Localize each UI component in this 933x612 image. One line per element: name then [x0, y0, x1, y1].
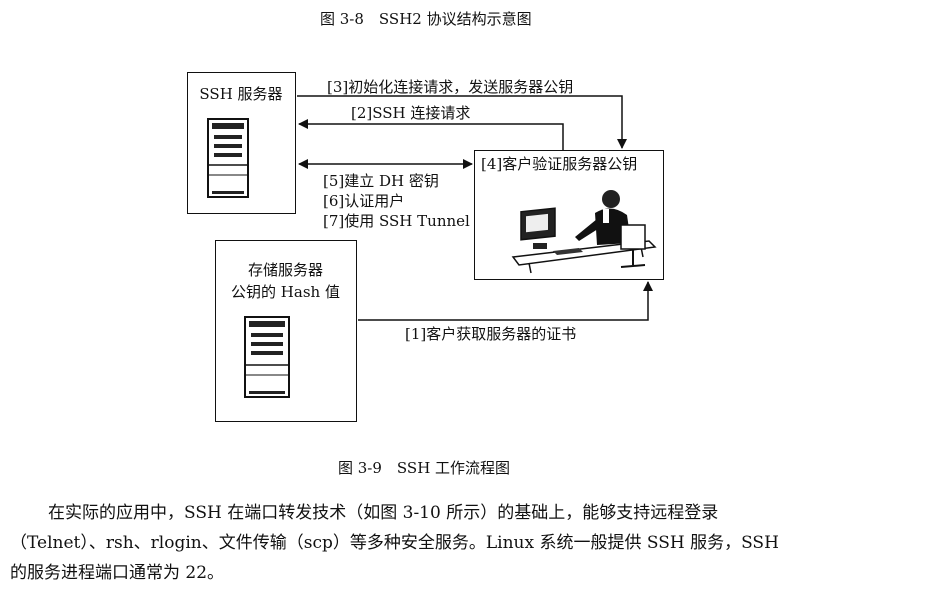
paragraph-line-2: （Telnet）、rsh、rlogin、文件传输（scp）等多种安全服务。Lin… — [10, 533, 779, 553]
paragraph-line-1: 在实际的应用中，SSH 在端口转发技术（如图 3-10 所示）的基础上，能够支持… — [48, 503, 719, 523]
client-box: [4]客户验证服务器公钥 — [474, 150, 664, 280]
step5-label: [5]建立 DH 密钥 — [323, 172, 439, 190]
step2-label: [2]SSH 连接请求 — [351, 104, 471, 122]
hash-storage-box: 存储服务器 公钥的 Hash 值 — [215, 240, 357, 422]
ssh-server-box: SSH 服务器 — [187, 72, 296, 214]
ssh-server-label: SSH 服务器 — [199, 85, 283, 103]
figure-3-8-caption: 图 3-8 SSH2 协议结构示意图 — [320, 10, 532, 28]
hash-box-label-line1: 存储服务器 — [247, 261, 323, 279]
server-tower-icon — [207, 118, 249, 198]
step7-label: [7]使用 SSH Tunnel — [323, 212, 470, 230]
paragraph-line-3: 的服务进程端口通常为 22。 — [10, 563, 225, 583]
figure-3-9-caption: 图 3-9 SSH 工作流程图 — [338, 459, 511, 477]
person-at-computer-icon — [511, 190, 657, 274]
client-box-label: [4]客户验证服务器公钥 — [481, 155, 638, 173]
hash-box-label-line2: 公钥的 Hash 值 — [231, 283, 340, 301]
arrow-step1 — [358, 281, 653, 321]
arrow-step2 — [298, 119, 564, 150]
hash-server-icon — [244, 316, 290, 398]
step6-label: [6]认证用户 — [323, 192, 405, 210]
step1-label: [1]客户获取服务器的证书 — [405, 325, 577, 343]
arrow-step3 — [297, 95, 627, 149]
step3-label: [3]初始化连接请求，发送服务器公钥 — [327, 78, 574, 96]
